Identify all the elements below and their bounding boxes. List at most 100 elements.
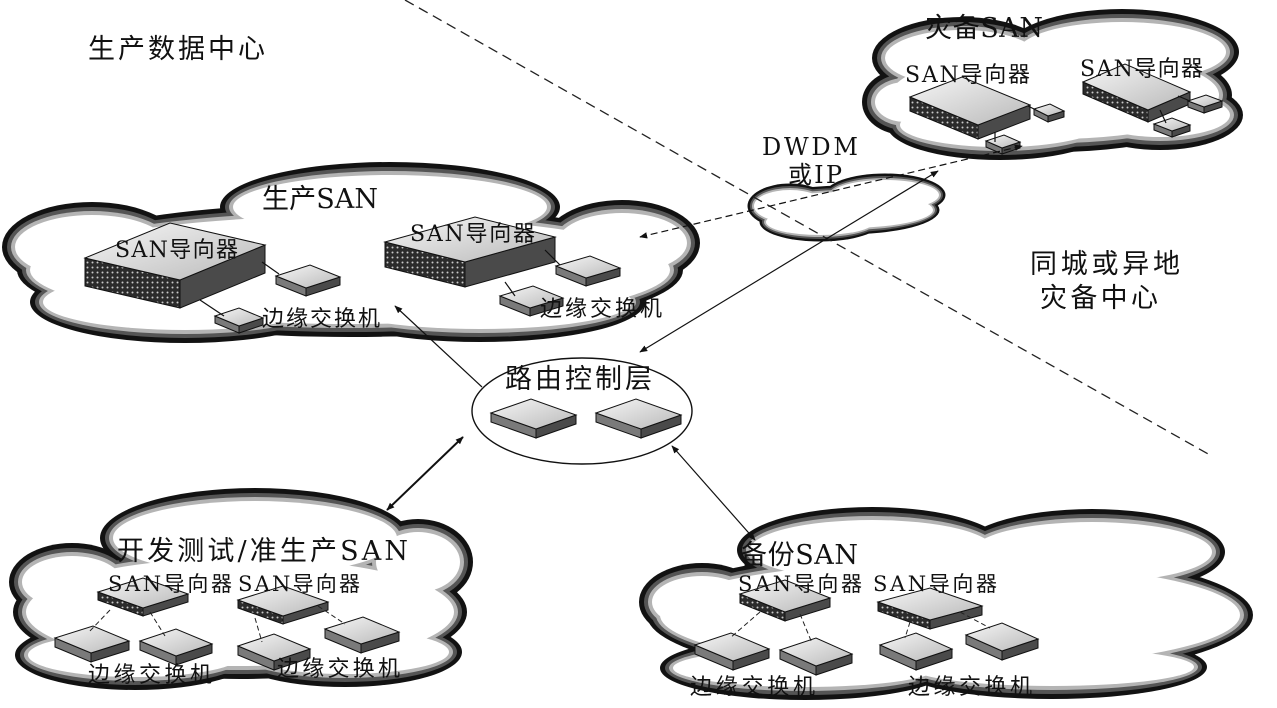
edge-switch — [53, 625, 131, 663]
device-top-face — [96, 577, 190, 609]
cloud-fill-part — [972, 522, 1212, 582]
dr-center-label: 灾备中心 — [1040, 283, 1158, 314]
san-director — [383, 216, 557, 288]
production-edge-switch-label: 边缘交换机 — [540, 297, 662, 322]
devtest-director-label: SAN导向器 — [238, 572, 360, 596]
edge-switch — [693, 632, 771, 671]
device-top-face — [213, 307, 265, 327]
dr-director-label: SAN导向器 — [905, 63, 1030, 88]
cloud-fill-part — [885, 30, 1039, 86]
edge-switch — [236, 633, 312, 671]
connector-line — [904, 621, 911, 639]
edge-switch — [498, 285, 565, 317]
cloud-fill-part — [22, 556, 122, 608]
production-director-label: SAN导向器 — [410, 222, 535, 247]
device-top-face — [383, 216, 557, 263]
device-top-face — [53, 625, 131, 654]
production-dc-label: 生产数据中心 — [88, 34, 265, 65]
cloud-fill-part — [1018, 22, 1226, 82]
device-top-face — [498, 285, 565, 309]
connector-line — [959, 611, 991, 629]
connector-line — [261, 261, 280, 275]
backup-san-devices — [693, 579, 1040, 676]
wan-link-label: DWDM — [762, 133, 858, 161]
device-top-face — [878, 632, 954, 662]
device-top-face — [594, 398, 683, 430]
cloud-fill-part — [328, 275, 632, 329]
device-top-face — [489, 398, 578, 430]
devtest-san-devices — [53, 577, 401, 671]
backup-san-title: 备份SAN — [740, 540, 858, 571]
san-director — [236, 585, 330, 625]
cloud-fill-part — [113, 501, 397, 575]
device-top-face — [274, 264, 342, 289]
connector-line — [1159, 109, 1167, 124]
arrow-routing-to-production — [394, 305, 483, 388]
arrow-routing-to-devtest — [386, 436, 464, 511]
edge-switch — [878, 632, 954, 671]
devtest-edge-switch-label: 边缘交换机 — [277, 657, 400, 682]
device-top-face — [323, 616, 401, 645]
backup-director-label: SAN导向器 — [873, 572, 997, 596]
edge-switch — [1032, 103, 1066, 123]
cloud-fill-part — [750, 520, 994, 580]
production-director-label: SAN导向器 — [115, 238, 238, 263]
connector-line — [317, 605, 346, 625]
connector-line — [504, 281, 516, 297]
device-top-face — [236, 633, 312, 662]
device-top-face — [778, 637, 854, 667]
connector-lines — [199, 95, 1191, 317]
connector-line — [799, 613, 813, 644]
san-director — [876, 587, 984, 630]
devtest-director-label: SAN导向器 — [108, 572, 232, 596]
edge-switch — [213, 307, 265, 334]
connector-line — [729, 611, 761, 639]
device-top-face — [236, 585, 330, 617]
site-divider-line — [404, 0, 1211, 456]
san-director — [738, 579, 832, 622]
cloud-fill-part — [910, 648, 1194, 686]
backup-edge-switch-label: 边缘交换机 — [690, 675, 815, 700]
device-top-face — [693, 632, 771, 662]
dr-san-devices — [908, 63, 1224, 155]
device-top-face — [1081, 63, 1192, 111]
device-top-face — [1186, 94, 1224, 108]
production-edge-switch-label: 边缘交换机 — [262, 307, 380, 332]
connector-line — [1177, 95, 1191, 102]
device-top-face — [83, 222, 267, 281]
edge-switch — [1152, 117, 1192, 138]
device-top-face — [1152, 117, 1192, 132]
cloud-fill-part — [831, 180, 939, 210]
edge-switch — [1186, 94, 1224, 114]
connector-line — [87, 609, 111, 634]
san-director — [96, 577, 190, 617]
device-top-face — [1032, 103, 1066, 117]
backup-director-label: SAN导向器 — [738, 572, 862, 596]
devtest-san-title: 开发测试/准生产SAN — [117, 536, 408, 567]
routing-layer-title: 路由控制层 — [505, 364, 652, 395]
device-top-face — [138, 628, 214, 657]
wan-link-cloud — [747, 173, 946, 242]
devtest-edge-switch-label: 边缘交换机 — [88, 663, 212, 688]
edge-switch — [138, 628, 214, 666]
routing-switch — [594, 398, 683, 439]
routing-layer-ellipse — [471, 357, 693, 465]
cloud-fill-part — [652, 576, 752, 628]
edge-switch — [274, 264, 342, 297]
routing-layer-devices — [489, 398, 683, 439]
connector-line — [1027, 105, 1037, 111]
device-top-face — [908, 76, 1032, 126]
device-top-face — [964, 622, 1040, 652]
production-san-title: 生产SAN — [262, 184, 378, 215]
wan-link-label: 或IP — [788, 161, 842, 189]
edge-switch — [964, 622, 1040, 661]
device-top-face — [738, 579, 832, 613]
device-top-face — [876, 587, 984, 621]
connector-line — [544, 249, 561, 266]
cloud-fill-part — [376, 532, 460, 592]
san-director — [908, 76, 1032, 140]
edge-switch — [323, 616, 401, 654]
connector-line — [199, 299, 225, 317]
edge-switch — [554, 255, 622, 287]
device-top-face — [554, 255, 622, 279]
